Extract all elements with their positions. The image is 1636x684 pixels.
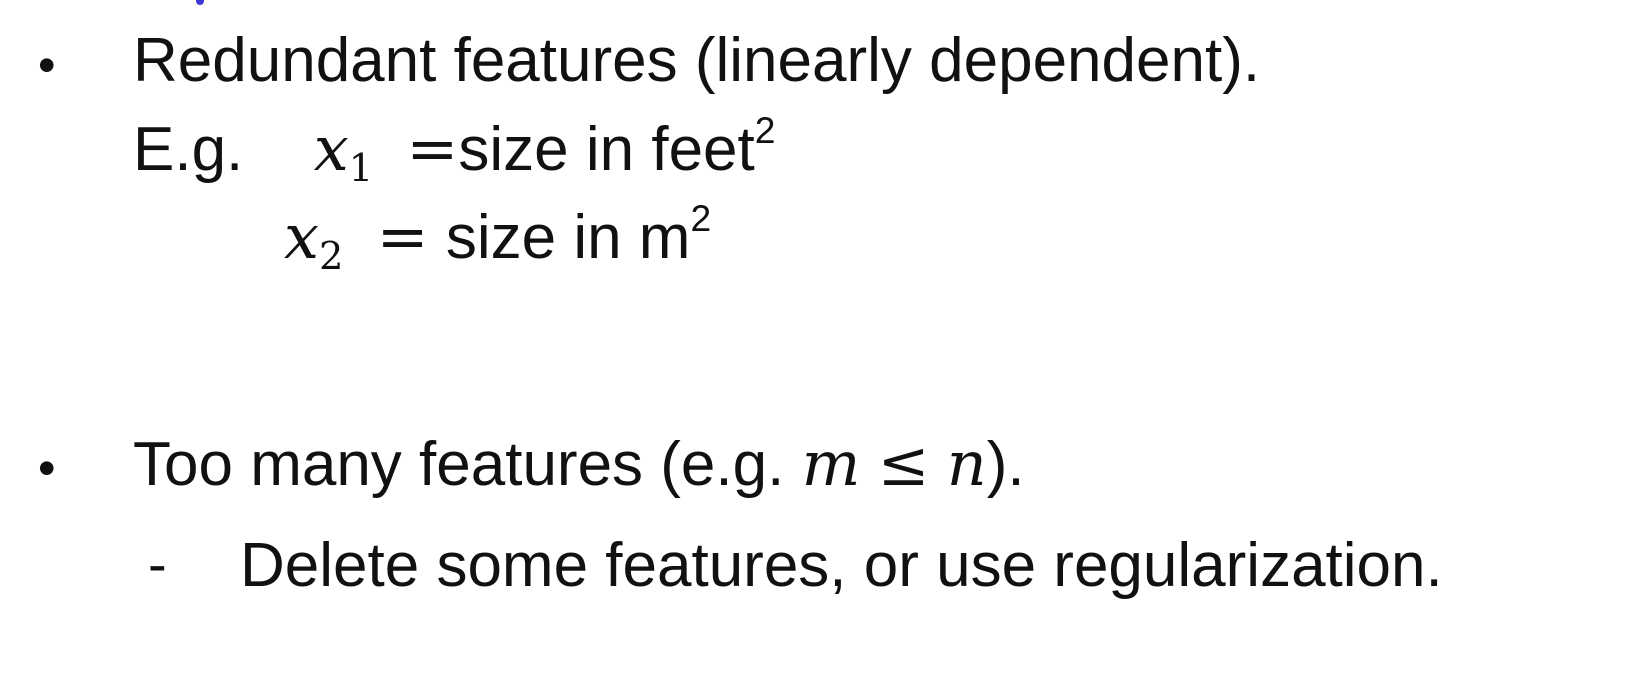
equals-sign-2: = bbox=[376, 200, 429, 273]
bullet-marker-1: • bbox=[38, 37, 56, 93]
math-x1: x1 bbox=[313, 112, 374, 191]
leq-sign: ≤ bbox=[877, 427, 930, 500]
sub-item-delete-features: Delete some features, or use regularizat… bbox=[240, 531, 1443, 600]
meter-exponent: 2 bbox=[690, 197, 712, 240]
example-prefix: E.g. bbox=[133, 115, 244, 184]
example-line-1: E.g. x1 =size in feet2 bbox=[133, 112, 775, 188]
math-m: m bbox=[801, 427, 861, 500]
x1-description: size in feet bbox=[458, 115, 755, 184]
bullet-text-redundant-features: Redundant features (linearly dependent). bbox=[133, 26, 1261, 95]
equals-sign-1: = bbox=[406, 112, 459, 185]
example-line-2: x2 = size in m2 bbox=[284, 200, 711, 276]
math-n: n bbox=[946, 427, 987, 500]
feet-exponent: 2 bbox=[754, 109, 776, 152]
math-x2: x2 bbox=[284, 200, 344, 279]
bullet-text-too-many-features: Too many features (e.g. m ≤ n). bbox=[133, 427, 1025, 500]
bullet-marker-2: • bbox=[38, 440, 56, 496]
sub-item-marker: - bbox=[148, 532, 167, 595]
x2-description: size in m bbox=[445, 203, 691, 272]
stray-pen-mark bbox=[196, 0, 204, 5]
